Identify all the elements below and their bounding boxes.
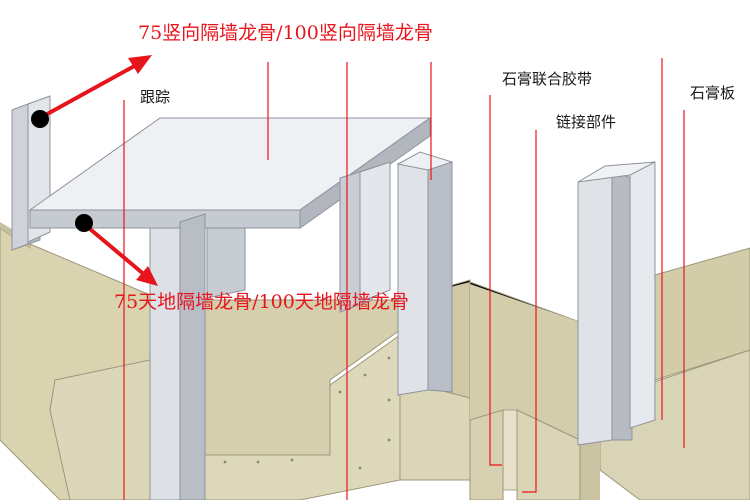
- label-gypsum-board: 石膏板: [690, 84, 736, 102]
- board-front-right: [399, 379, 471, 481]
- stud-front: [149, 213, 206, 501]
- label-floor-ceiling-stud: 75天地隔墙龙骨/100天地隔墙龙骨: [114, 291, 409, 313]
- joint-tape-strip: [502, 409, 518, 491]
- black-dot-icon: [75, 214, 93, 232]
- stud-right: [577, 161, 656, 446]
- board-left-lower: [49, 359, 151, 501]
- label-connector: 链接部件: [556, 113, 617, 131]
- board-gap-right: [580, 440, 600, 500]
- arrow-head-down: [136, 266, 158, 286]
- leader-joint-tape: [489, 95, 502, 466]
- stud-middle: [339, 161, 391, 313]
- board-right-lower: [469, 409, 504, 501]
- stud-center: [396, 151, 454, 396]
- leader-lines: [123, 58, 685, 500]
- pointer-arrows: [31, 55, 158, 286]
- stud-left: [11, 95, 51, 251]
- label-joint-tape: 石膏联合胶带: [502, 70, 593, 88]
- red-arrow-icon: [82, 222, 148, 278]
- red-arrow-icon: [39, 62, 139, 120]
- leader-connector: [522, 130, 537, 493]
- steel-frame: [11, 95, 656, 501]
- arrow-head-up: [128, 55, 152, 74]
- label-track: 跟踪: [140, 88, 171, 106]
- black-dot-icon: [31, 110, 49, 128]
- label-vertical-stud: 75竖向隔墙龙骨/100竖向隔墙龙骨: [138, 22, 433, 44]
- board-right-back-fill: [470, 284, 580, 440]
